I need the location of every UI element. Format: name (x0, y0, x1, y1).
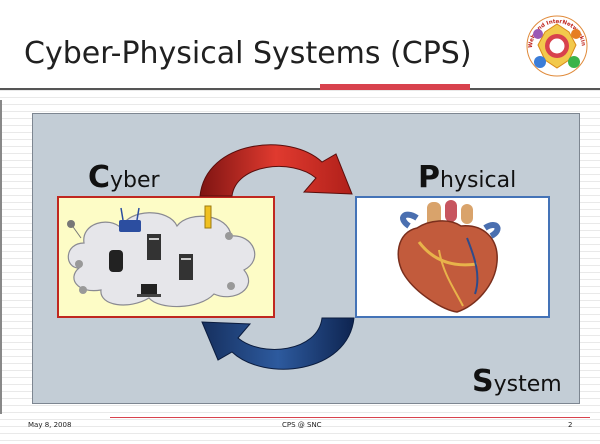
title-band (0, 0, 600, 88)
page-number: 2 (568, 421, 573, 429)
physical-initial: P (418, 160, 440, 195)
system-label: System (472, 364, 562, 399)
human-heart-icon (397, 200, 501, 313)
physical-rest: hysical (440, 168, 517, 193)
network-cloud-icon (67, 205, 256, 308)
physical-label: Physical (418, 160, 516, 195)
system-rest: ystem (493, 372, 562, 397)
title-underline-right (470, 88, 600, 90)
footer-rule (110, 417, 590, 418)
left-border (0, 100, 2, 414)
footer-date: May 8, 2008 (28, 421, 72, 429)
system-initial: S (472, 364, 494, 399)
cyber-image (57, 196, 275, 318)
cyber-initial: C (88, 160, 111, 195)
cyber-rest: yber (110, 168, 160, 193)
title-underline (0, 88, 320, 90)
wing-logo-icon: Web and InterNetworking Group (522, 10, 588, 77)
slide-title: Cyber-Physical Systems (CPS) (24, 36, 472, 71)
footer-center: CPS @ SNC (282, 421, 322, 429)
physical-image (355, 196, 550, 318)
title-accent-bar (320, 84, 470, 90)
cyber-label: Cyber (88, 160, 160, 195)
